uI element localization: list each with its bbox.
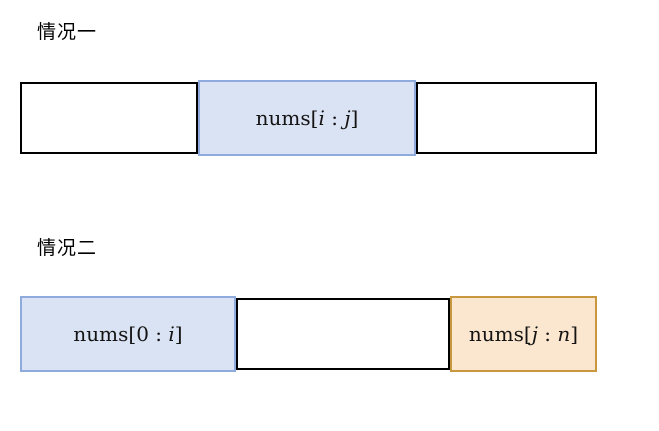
label-colon: : <box>324 106 345 130</box>
label-var-j: j <box>344 106 351 130</box>
case2-title: 情况二 <box>37 238 98 259</box>
case2-left-segment-label: nums[0 : i] <box>73 322 182 346</box>
case2-right-segment-label: nums[j : n] <box>469 322 578 346</box>
case1-title: 情况一 <box>37 22 98 43</box>
case1-right-empty-segment <box>416 82 597 154</box>
label-text: nums[ <box>73 322 137 346</box>
case2-right-highlight-segment: nums[j : n] <box>450 296 597 372</box>
label-text: nums[ <box>255 106 319 130</box>
case1-middle-highlight-segment: nums[i : j] <box>198 80 416 156</box>
label-text: nums[ <box>468 322 532 346</box>
label-bracket: ] <box>350 106 359 130</box>
case2-array-bar: nums[0 : i] nums[j : n] <box>20 296 597 372</box>
label-bracket: ] <box>174 322 183 346</box>
label-var-j: j <box>531 322 538 346</box>
label-colon: : <box>148 322 169 346</box>
label-zero: 0 <box>136 322 149 346</box>
case2-middle-empty-segment <box>236 298 450 370</box>
label-bracket: ] <box>570 322 579 346</box>
case2-left-highlight-segment: nums[0 : i] <box>20 296 236 372</box>
case1-left-empty-segment <box>20 82 198 154</box>
case1-segment-label: nums[i : j] <box>256 106 359 130</box>
label-var-i: i <box>168 322 175 346</box>
label-colon: : <box>537 322 558 346</box>
case1-array-bar: nums[i : j] <box>20 80 597 156</box>
label-var-i: i <box>318 106 325 130</box>
label-var-n: n <box>557 322 571 346</box>
